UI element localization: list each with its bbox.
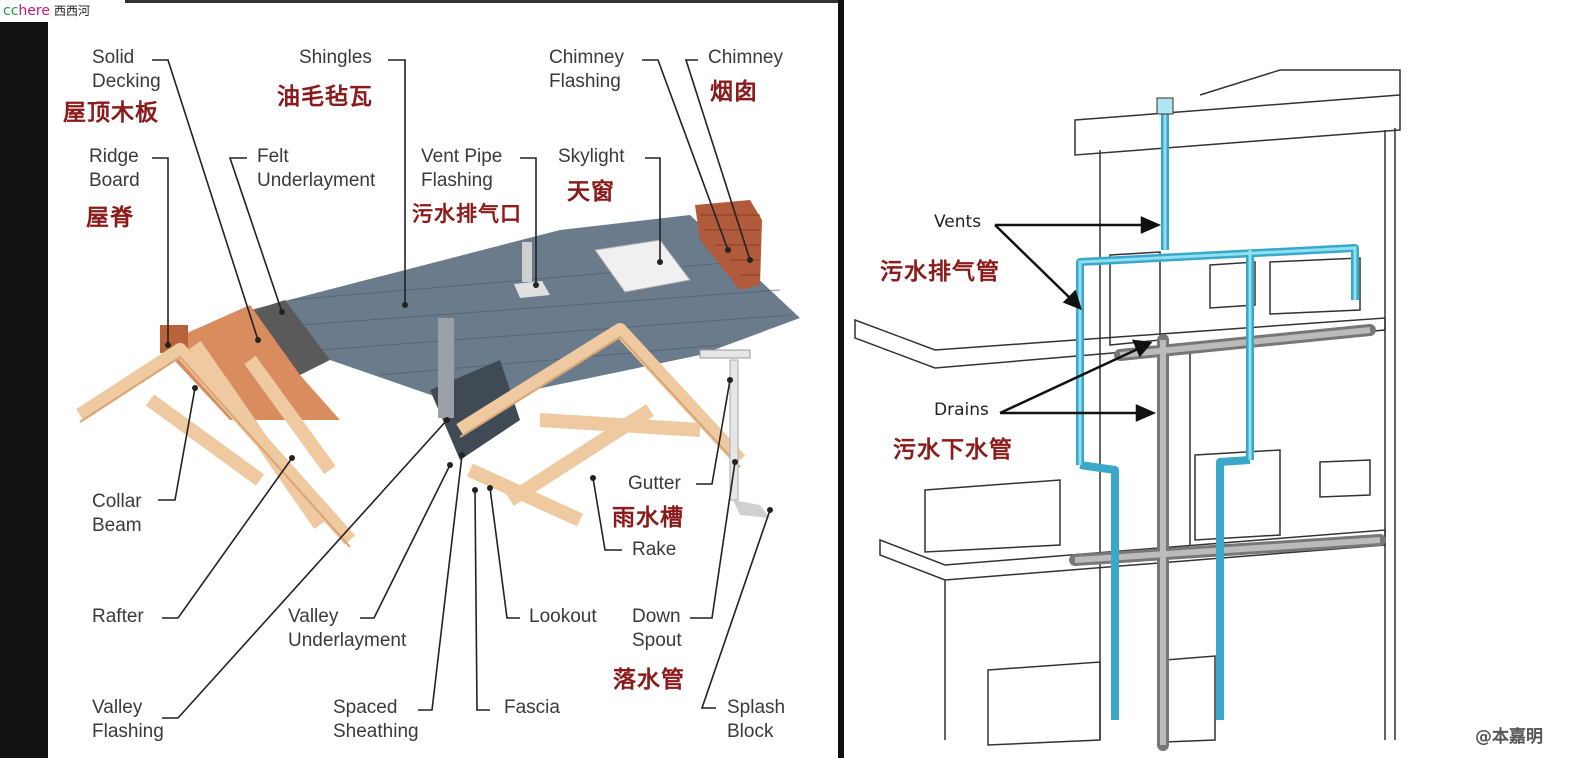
label-valley-underlayment: Valley Underlayment [288, 606, 407, 651]
vent-cap [1156, 97, 1174, 115]
left-black-bar [0, 0, 48, 758]
label-collar-beam: Collar Beam [92, 491, 142, 536]
brand-here: here [18, 3, 50, 19]
label-splash-block: Splash Block [727, 697, 786, 742]
label-rafter: Rafter [92, 606, 144, 627]
roof-illustration [76, 59, 800, 719]
watermark: @本嘉明 [1475, 727, 1543, 747]
label-vents: Vents [934, 212, 982, 232]
brand-cc: cc [3, 3, 19, 19]
label-lookout: Lookout [529, 606, 597, 627]
cn-label-ridge-board: 屋脊 [86, 205, 134, 231]
label-fascia: Fascia [504, 697, 560, 718]
cn-label-solid-decking: 屋顶木板 [63, 100, 159, 126]
top-border [125, 0, 838, 3]
label-chimney-flashing: Chimney Flashing [549, 47, 624, 92]
gutter-trough [699, 349, 751, 359]
gray-stack [438, 318, 454, 418]
skylight-window [594, 239, 691, 293]
cn-label-vents: 污水排气管 [880, 259, 1000, 285]
label-chimney: Chimney [708, 47, 783, 68]
downspout-pipe [729, 359, 739, 501]
label-gutter: Gutter [628, 473, 681, 494]
cn-label-shingles: 油毛毡瓦 [277, 84, 373, 110]
label-rake: Rake [632, 539, 677, 560]
label-valley-flashing: Valley Flashing [92, 697, 164, 742]
splash-block-shape [733, 500, 770, 518]
label-felt-underlayment: Felt Underlayment [257, 146, 376, 191]
cn-label-down-spout: 落水管 [613, 667, 685, 693]
label-drains: Drains [934, 400, 989, 420]
cn-label-chimney: 烟囱 [710, 79, 758, 105]
label-spaced-sheathing: Spaced Sheathing [333, 697, 419, 742]
label-ridge-board: Ridge Board [89, 146, 140, 191]
vent-pipe [522, 242, 532, 282]
cn-label-drains: 污水下水管 [893, 437, 1013, 463]
cn-label-vent-pipe-flashing: 污水排气口 [412, 202, 522, 226]
cn-label-skylight: 天窗 [567, 179, 615, 205]
label-down-spout: Down Spout [632, 606, 682, 651]
label-solid-decking: Solid Decking [92, 47, 161, 92]
panel-divider [838, 0, 844, 758]
vent-flashing [514, 281, 550, 298]
label-shingles: Shingles [299, 47, 372, 68]
label-vent-pipe-flashing: Vent Pipe Flashing [421, 146, 503, 191]
cn-label-gutter: 雨水槽 [612, 505, 684, 531]
label-skylight: Skylight [558, 146, 625, 167]
brand-cn: 西西河 [53, 4, 90, 18]
